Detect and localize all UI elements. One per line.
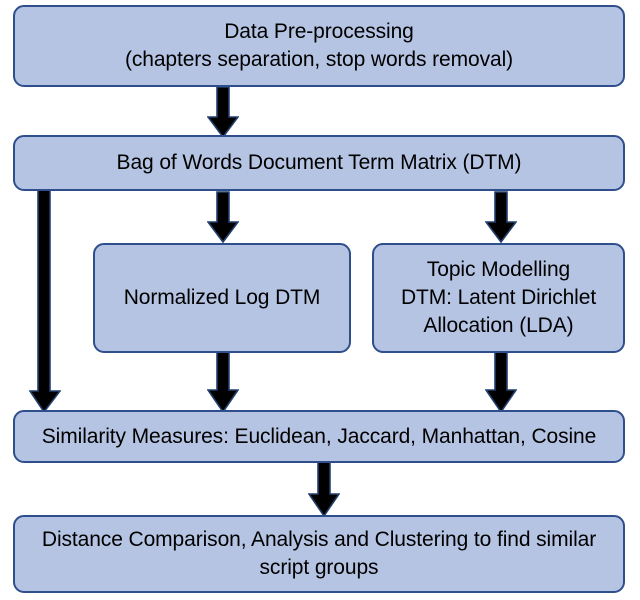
down-block-arrow-icon — [207, 351, 239, 414]
node-data-preprocessing[interactable]: Data Pre-processing (chapters separation… — [13, 5, 625, 87]
down-block-arrow-icon — [308, 461, 340, 518]
edge-lda-to-similarity — [485, 350, 517, 414]
edge-normalized-log-to-similarity — [207, 350, 239, 414]
node-normalized-log-dtm[interactable]: Normalized Log DTM — [93, 243, 351, 353]
down-block-arrow-icon — [29, 189, 61, 414]
node-label: Bag of Words Document Term Matrix (DTM) — [116, 151, 522, 175]
edge-dtm-to-lda — [485, 190, 517, 244]
node-label: Distance Comparison, Analysis and Cluste… — [41, 528, 597, 579]
node-topic-modelling-lda[interactable]: Topic Modelling DTM: Latent Dirichlet Al… — [372, 243, 625, 353]
edge-dtm-to-similarity-long — [29, 188, 61, 414]
node-similarity-measures[interactable]: Similarity Measures: Euclidean, Jaccard,… — [13, 410, 625, 463]
node-label: Topic Modelling DTM: Latent Dirichlet Al… — [400, 258, 597, 337]
node-distance-comparison[interactable]: Distance Comparison, Analysis and Cluste… — [13, 515, 625, 593]
down-block-arrow-icon — [207, 86, 239, 139]
down-block-arrow-icon — [207, 191, 239, 244]
node-label: Data Pre-processing (chapters separation… — [124, 20, 514, 71]
down-block-arrow-icon — [485, 191, 517, 244]
edge-similarity-to-distance — [308, 460, 340, 518]
down-block-arrow-icon — [485, 351, 517, 414]
node-bag-of-words-dtm[interactable]: Bag of Words Document Term Matrix (DTM) — [13, 135, 625, 191]
node-label: Similarity Measures: Euclidean, Jaccard,… — [41, 424, 597, 448]
edge-dtm-to-normalized-log — [207, 190, 239, 244]
node-label: Normalized Log DTM — [123, 286, 321, 310]
edge-preprocess-to-dtm — [207, 85, 239, 139]
